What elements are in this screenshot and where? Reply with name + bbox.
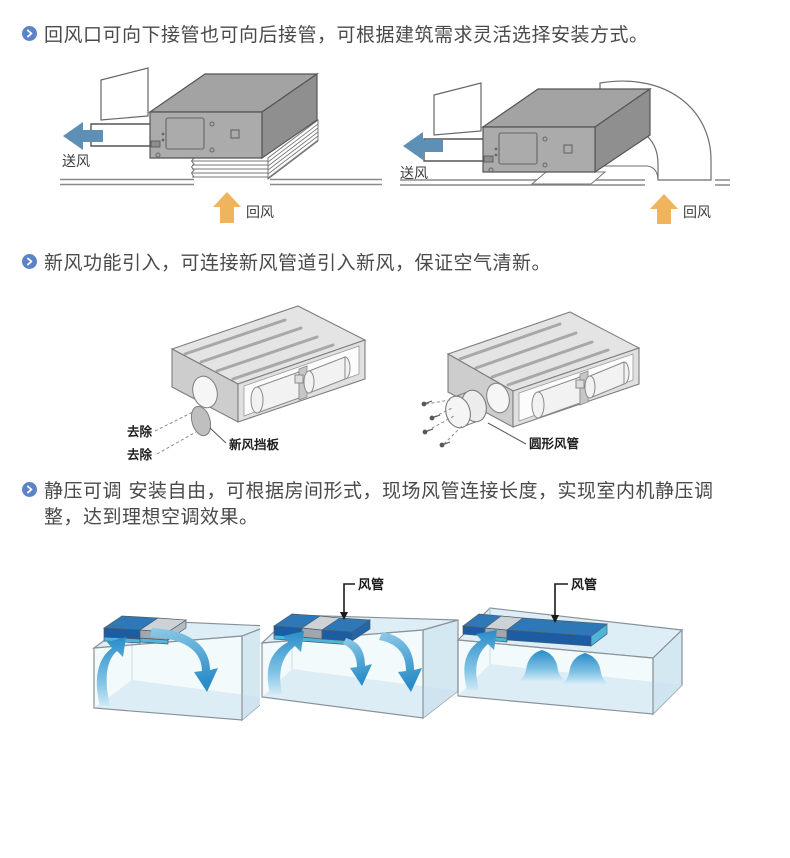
return-arrow-icon xyxy=(213,192,241,223)
return-arrow-icon xyxy=(650,194,678,224)
duct-label: 风管 xyxy=(571,577,597,593)
airflow-up-arrow xyxy=(267,631,304,694)
room-long-duct-diagram: 风管 xyxy=(456,577,684,716)
duct-label: 风管 xyxy=(358,577,384,593)
remove-label-2: 去除 xyxy=(127,447,153,462)
supply-arrow-icon xyxy=(63,122,103,150)
section-static-pressure-heading: 静压可调 安装自由，可根据房间形式，现场风管连接长度，实现室内机静压调整，达到理… xyxy=(22,478,745,530)
supply-label: 送风 xyxy=(400,166,428,182)
bottom-return-connection-diagram: 送风 回风 xyxy=(60,67,382,223)
airflow-down-arrow xyxy=(343,638,372,686)
bullet-arrow-icon xyxy=(22,254,37,269)
remove-label-1: 去除 xyxy=(127,424,153,439)
section-return-air-heading: 回风口可向下接管也可向后接管，可根据建筑需求灵活选择安装方式。 xyxy=(22,22,762,48)
airflow-up-arrow xyxy=(464,630,497,690)
round-duct-installation-drawing: 圆形风管 xyxy=(421,311,641,451)
heading-text: 新风功能引入，可连接新风管道引入新风，保证空气清新。 xyxy=(44,252,552,274)
fresh-air-baffle-removal-drawing: 去除 去除 新风挡板 xyxy=(127,305,367,462)
supply-arrow-icon xyxy=(403,132,443,160)
airflow-down-arrow xyxy=(379,632,422,692)
airflow-down-arrow xyxy=(150,628,218,692)
round-duct-label: 圆形风管 xyxy=(529,436,579,451)
baffle-label: 新风挡板 xyxy=(229,437,280,452)
airflow-fountain xyxy=(559,653,611,685)
return-label: 回风 xyxy=(683,205,711,221)
heading-text: 回风口可向下接管也可向后接管，可根据建筑需求灵活选择安装方式。 xyxy=(44,24,649,46)
section-fresh-air-heading: 新风功能引入，可连接新风管道引入新风，保证空气清新。 xyxy=(22,250,762,276)
airflow-fountain xyxy=(516,650,568,682)
rear-return-connection-diagram: 送风 回风 xyxy=(400,80,730,224)
bullet-arrow-icon xyxy=(22,482,37,497)
supply-label: 送风 xyxy=(62,154,90,170)
room-medium-duct-diagram: 风管 xyxy=(260,577,459,720)
airflow-up-arrow xyxy=(96,637,126,706)
bullet-arrow-icon xyxy=(22,26,37,41)
return-label: 回风 xyxy=(246,205,274,221)
room-short-no-duct-diagram xyxy=(91,615,260,722)
heading-text: 静压可调 安装自由，可根据房间形式，现场风管连接长度，实现室内机静压调整，达到理… xyxy=(44,480,714,528)
